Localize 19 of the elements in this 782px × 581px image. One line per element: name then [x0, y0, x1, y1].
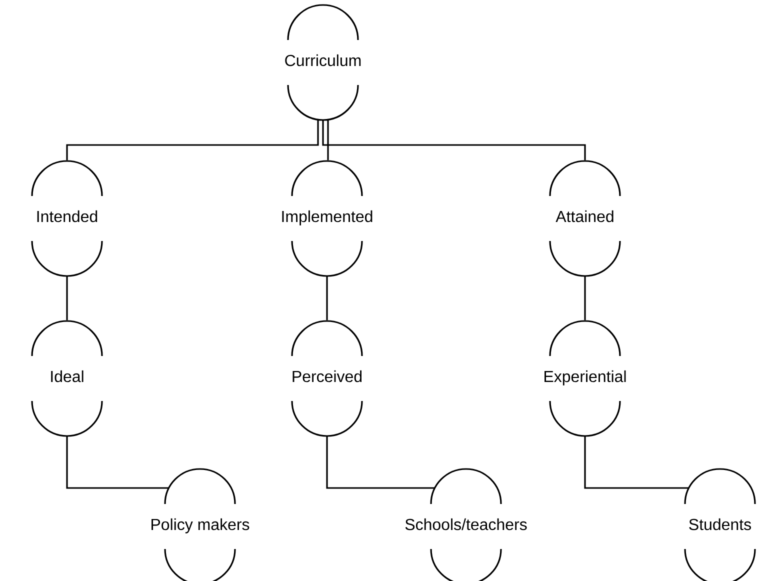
connector-line — [326, 276, 328, 320]
connector-line — [66, 436, 169, 489]
connector-line — [66, 120, 319, 160]
arc-node: Students — [684, 468, 756, 581]
connector-line — [322, 120, 586, 160]
arc-node: Ideal — [31, 320, 103, 437]
arc-node: Implemented — [282, 160, 372, 277]
arc-node: Experiential — [544, 320, 626, 437]
connector-line — [326, 436, 435, 489]
arc-node: Policy makers — [152, 468, 250, 581]
connector-line — [327, 120, 329, 160]
connector-line — [584, 436, 689, 489]
connector-line — [584, 276, 586, 320]
arc-node: Attained — [549, 160, 621, 277]
arc-node: Schools/teachers — [405, 468, 527, 581]
arc-node: Curriculum — [285, 4, 361, 121]
connector-line — [66, 276, 68, 320]
arc-node: Intended — [31, 160, 103, 277]
arc-node: Perceived — [291, 320, 363, 437]
